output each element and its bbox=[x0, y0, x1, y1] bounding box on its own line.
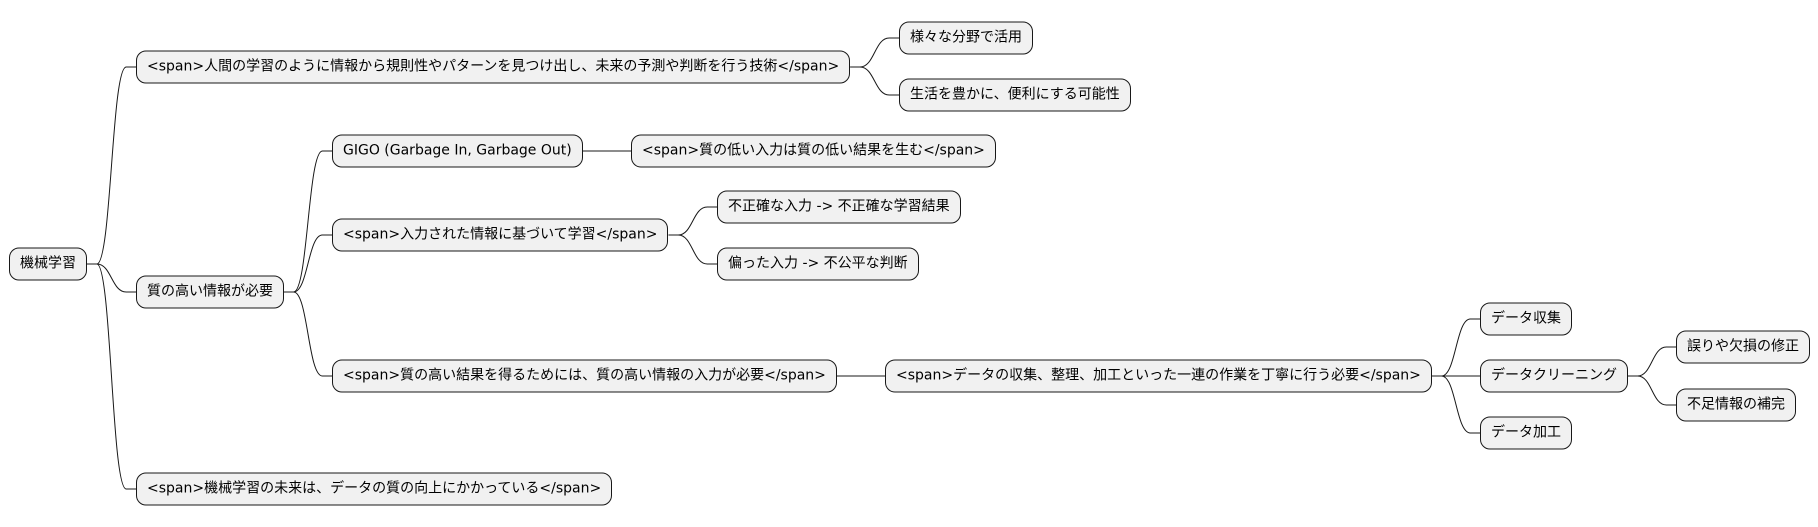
node-quality-info-needed[interactable]: 質の高い情報が必要 bbox=[136, 275, 284, 309]
edge-n11-n12 bbox=[1431, 318, 1480, 377]
node-ml-definition[interactable]: <span>人間の学習のように情報から規則性やパターンを見つけ出し、未来の予測や… bbox=[136, 50, 851, 84]
node-data-cleaning[interactable]: データクリーニング bbox=[1480, 359, 1628, 393]
node-biased-input[interactable]: 偏った入力 -> 不公平な判断 bbox=[717, 247, 919, 281]
node-quality-results[interactable]: <span>質の高い結果を得るためには、質の高い情報の入力が必要</span> bbox=[332, 359, 837, 393]
node-various-fields[interactable]: 様々な分野で活用 bbox=[899, 21, 1033, 55]
edge-n1-n2 bbox=[850, 37, 899, 68]
edge-n1-n3 bbox=[850, 66, 899, 96]
edge-n0-n1 bbox=[87, 66, 136, 265]
root-node[interactable]: 機械学習 bbox=[9, 247, 87, 281]
node-fix-errors[interactable]: 誤りや欠損の修正 bbox=[1676, 330, 1810, 364]
edge-n0-n17 bbox=[87, 263, 136, 490]
edge-n7-n9 bbox=[668, 234, 717, 265]
node-fill-missing[interactable]: 不足情報の補完 bbox=[1676, 388, 1796, 422]
edge-n4-n7 bbox=[284, 234, 332, 293]
edge-n0-n4 bbox=[87, 263, 136, 293]
node-ml-future[interactable]: <span>機械学習の未来は、データの質の向上にかかっている</span> bbox=[136, 472, 613, 506]
edge-n7-n8 bbox=[668, 206, 717, 236]
edge-n4-n5 bbox=[284, 150, 332, 293]
node-data-workflow[interactable]: <span>データの収集、整理、加工といった一連の作業を丁寧に行う必要</spa… bbox=[885, 359, 1432, 393]
node-data-processing[interactable]: データ加工 bbox=[1480, 416, 1572, 450]
node-enrich-life[interactable]: 生活を豊かに、便利にする可能性 bbox=[899, 78, 1131, 112]
node-gigo[interactable]: GIGO (Garbage In, Garbage Out) bbox=[332, 134, 583, 168]
edge-n13-n15 bbox=[1628, 375, 1676, 406]
node-learn-from-input[interactable]: <span>入力された情報に基づいて学習</span> bbox=[332, 218, 669, 252]
node-data-collection[interactable]: データ収集 bbox=[1480, 302, 1572, 336]
node-inaccurate-input[interactable]: 不正確な入力 -> 不正確な学習結果 bbox=[717, 190, 961, 224]
edge-n4-n10 bbox=[284, 291, 332, 377]
node-low-quality-input[interactable]: <span>質の低い入力は質の低い結果を生む</span> bbox=[631, 134, 996, 168]
edge-n13-n14 bbox=[1628, 346, 1676, 377]
edge-n11-n16 bbox=[1431, 375, 1480, 434]
